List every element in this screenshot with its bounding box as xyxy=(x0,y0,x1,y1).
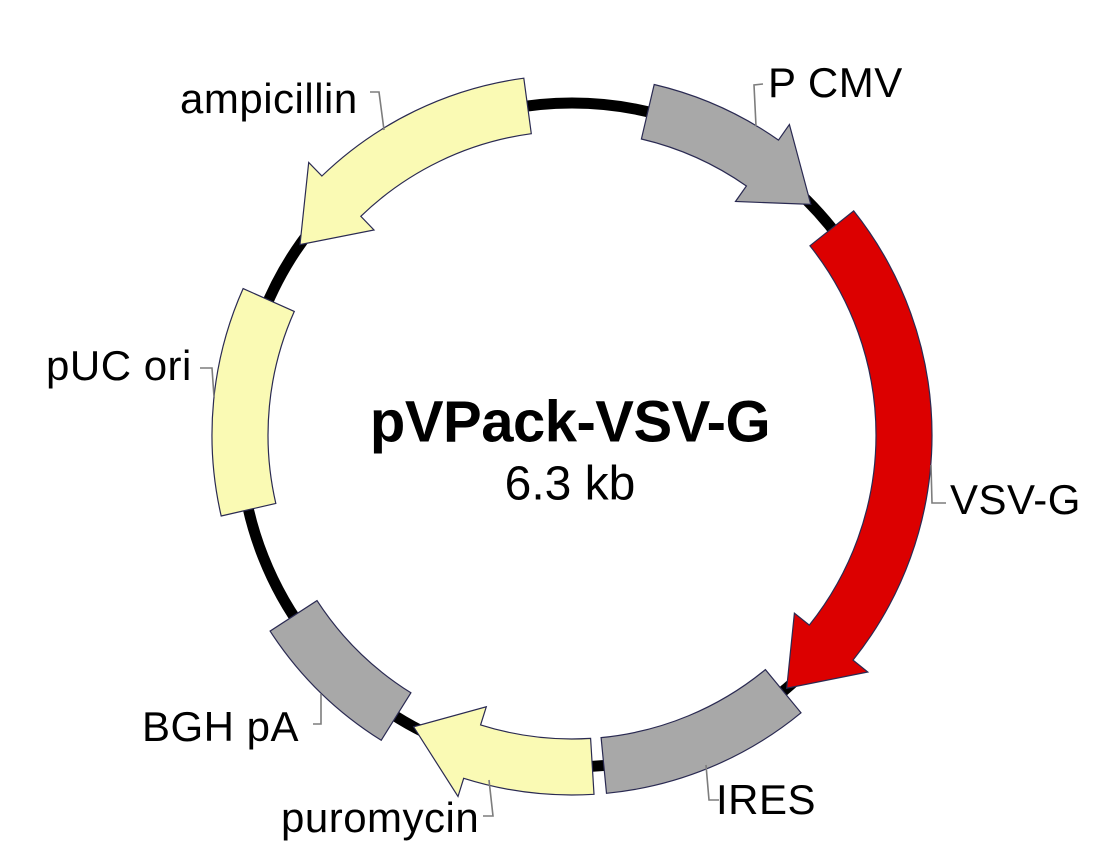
feature-block-ires xyxy=(600,668,802,794)
plasmid-size: 6.3 kb xyxy=(504,457,636,511)
label-ampicillin: ampicillin xyxy=(180,75,358,122)
label-bgh-pa: BGH pA xyxy=(142,703,300,750)
leader-line-bgh-pa xyxy=(313,694,322,725)
feature-arrow-puromycin xyxy=(412,705,595,798)
feature-arrow-vsv-g xyxy=(786,210,933,689)
leader-line-ires xyxy=(705,764,719,801)
leader-line-ampicillin xyxy=(370,91,385,131)
plasmid-title: pVPack-VSV-G xyxy=(369,389,771,455)
label-p-cmv: P CMV xyxy=(768,59,903,106)
leader-line-p-cmv xyxy=(753,83,764,127)
leader-line-puromycin xyxy=(483,779,494,817)
label-leader-lines-layer xyxy=(200,83,946,817)
label-ires: IRES xyxy=(716,776,817,823)
leader-line-puc-ori xyxy=(200,367,215,398)
feature-block-puc-ori xyxy=(211,287,296,517)
label-puc-ori: pUC ori xyxy=(46,342,192,389)
feature-segments-layer xyxy=(211,77,933,798)
label-vsv-g: VSV-G xyxy=(950,476,1081,523)
feature-arrow-ampicillin xyxy=(299,77,532,246)
feature-arrow-p-cmv xyxy=(640,83,812,206)
feature-block-bgh-pa xyxy=(269,599,412,742)
label-puromycin: puromycin xyxy=(281,794,480,841)
leader-line-vsv-g xyxy=(930,464,946,504)
